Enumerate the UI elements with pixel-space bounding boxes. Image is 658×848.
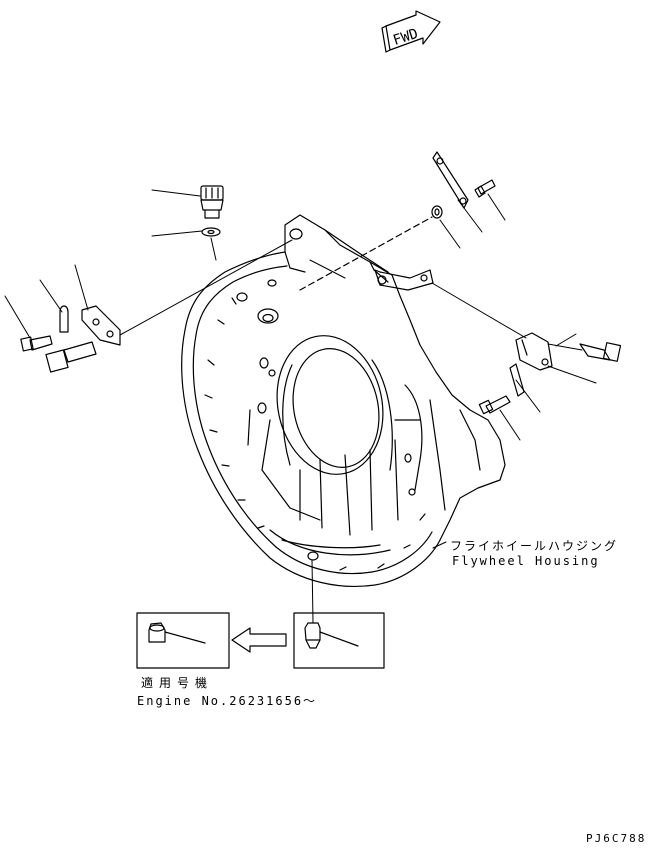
variant-box-old (136, 612, 230, 669)
drain-plug (200, 185, 224, 237)
washer (201, 227, 221, 237)
applicability-label: 適用号機 (141, 676, 214, 690)
flywheel-housing (181, 214, 506, 588)
engine-serial: Engine No.26231656～ (137, 694, 318, 708)
fwd-label: FWD (391, 26, 420, 49)
variant-box-new (293, 612, 385, 669)
leader-lines (4, 189, 597, 624)
centerline (299, 216, 433, 291)
part-name-jp: フライホイールハウジング (450, 539, 619, 553)
left-bracket (20, 305, 121, 373)
replacement-arrow-icon (231, 627, 287, 653)
part-name-en: Flywheel Housing (452, 554, 600, 568)
fwd-arrow-icon: FWD (381, 10, 441, 53)
upper-right-bracket (374, 151, 496, 291)
lower-right-bracket (478, 332, 622, 415)
drawing-code: PJ6C788 (586, 832, 647, 845)
